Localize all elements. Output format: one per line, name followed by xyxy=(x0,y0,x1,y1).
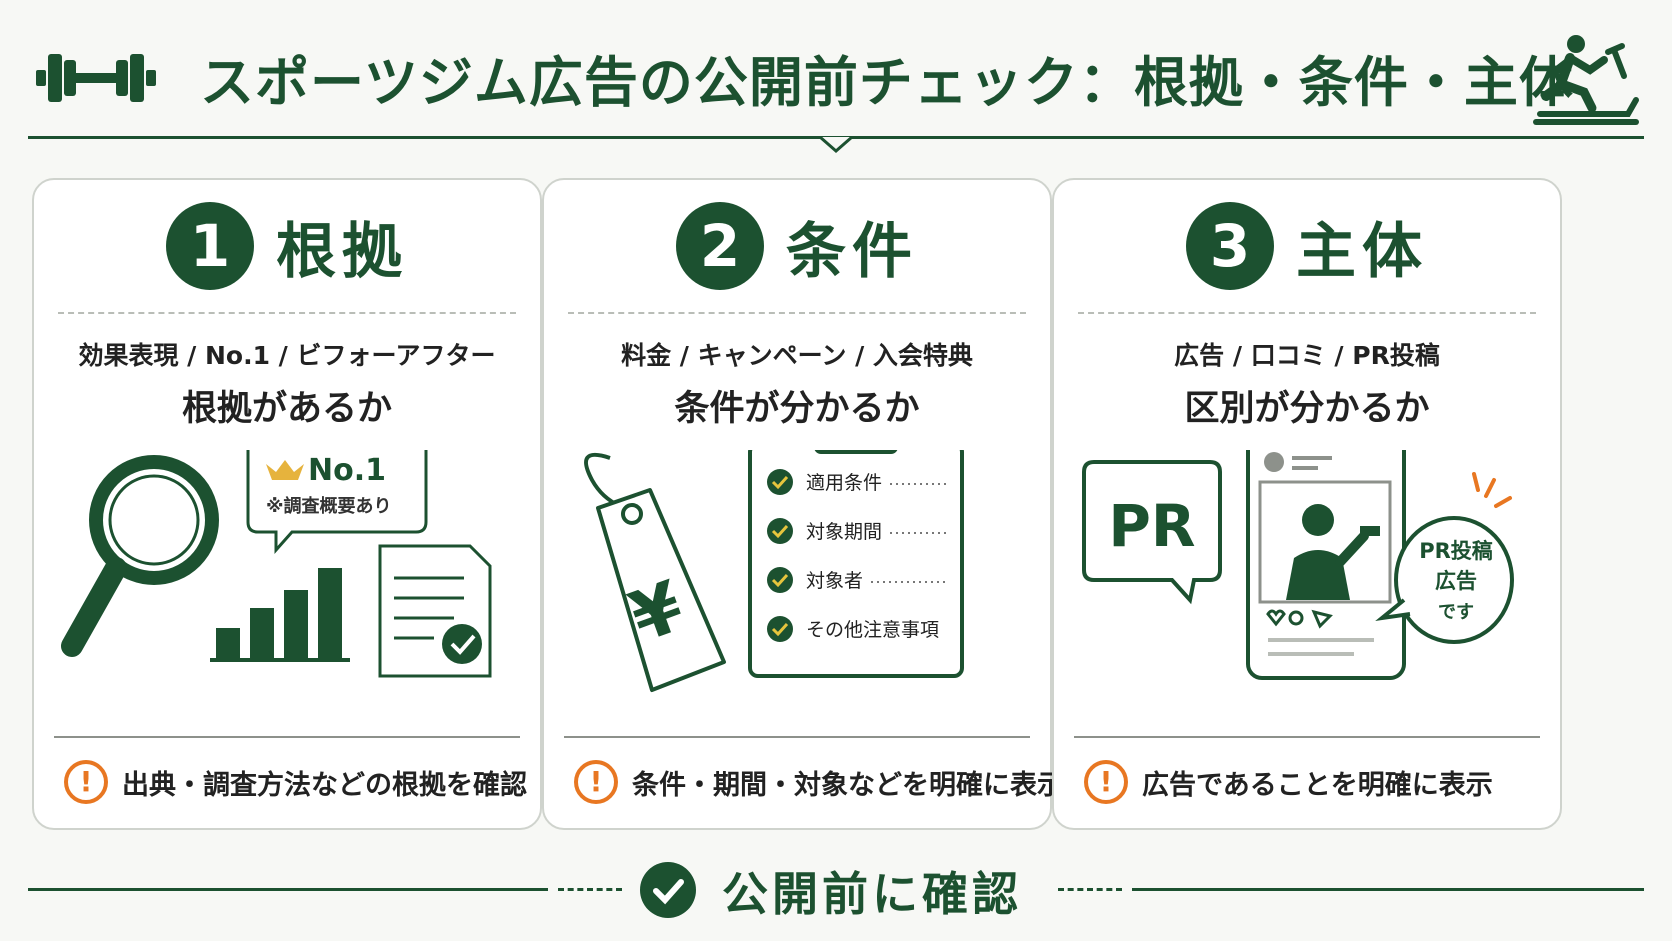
note-text: 出典・調査方法などの根拠を確認 xyxy=(122,769,527,801)
card-title: 根拠 xyxy=(276,216,408,287)
warning-icon: ! xyxy=(1084,760,1128,804)
no1-bubble: No.1 ※調査概要あり xyxy=(246,450,428,554)
warning-icon: ! xyxy=(574,760,618,804)
treadmill-runner-icon xyxy=(1533,35,1639,125)
card-subtitle: 料金 / キャンペーン / 入会特典 xyxy=(621,341,973,370)
bar xyxy=(284,590,308,658)
card-number: 1 xyxy=(166,202,254,290)
crown-icon xyxy=(266,460,304,480)
footer-line-right xyxy=(1132,888,1644,891)
no1-sublabel: ※調査概要あり xyxy=(266,495,392,517)
bubble-line: 広告 xyxy=(1435,569,1477,593)
card-subtitle: 効果表現 / No.1 / ビフォーアフター xyxy=(78,341,496,370)
card-note: ! 出典・調査方法などの根拠を確認 xyxy=(64,754,527,810)
checklist-label: 対象者 xyxy=(806,570,863,592)
warning-icon: ! xyxy=(64,760,108,804)
card-number: 3 xyxy=(1186,202,1274,290)
card-title: 条件 xyxy=(786,216,918,287)
bar-chart-icon xyxy=(216,568,342,658)
checklist-item: 適用条件 xyxy=(767,469,948,495)
header-notch xyxy=(820,136,852,153)
card-evidence: 1 根拠 効果表現 / No.1 / ビフォーアフター 根拠があるか No.1 ※… xyxy=(32,178,542,830)
note-text: 広告であることを明確に表示 xyxy=(1142,769,1493,801)
footer: 公開前に確認 xyxy=(0,848,1672,928)
bar xyxy=(250,608,274,658)
dumbbell-icon xyxy=(36,54,156,102)
evidence-illustration: No.1 ※調査概要あり xyxy=(61,450,492,678)
card-question: 条件が分かるか xyxy=(674,389,920,429)
bar xyxy=(318,568,342,658)
bubble-line: PR投稿 xyxy=(1419,539,1493,563)
footer-label: 公開前に確認 xyxy=(722,867,1022,921)
card-note: ! 条件・期間・対象などを明確に表示 xyxy=(574,754,1064,810)
checklist-item: その他注意事項 xyxy=(767,616,939,642)
card-conditions: 2 条件 料金 / キャンペーン / 入会特典 条件が分かるか ¥ 適用条件対象期… xyxy=(542,178,1064,830)
card-separator xyxy=(1074,736,1540,738)
card-title: 主体 xyxy=(1296,216,1428,287)
card-question: 区別が分かるか xyxy=(1184,389,1430,429)
dashed-divider xyxy=(568,312,1026,314)
card-number: 2 xyxy=(676,202,764,290)
note-text: 条件・期間・対象などを明確に表示 xyxy=(632,769,1064,801)
header: スポーツジム広告の公開前チェック：根拠・条件・主体 xyxy=(0,0,1672,153)
footer-line-left xyxy=(28,888,548,891)
document-check-icon xyxy=(378,544,492,678)
card-separator xyxy=(564,736,1030,738)
card-question: 根拠があるか xyxy=(181,389,392,429)
pr-bubble: PR xyxy=(1082,460,1222,605)
footer-dash-left xyxy=(558,888,622,891)
bubble-line: です xyxy=(1438,602,1474,623)
clipboard-icon xyxy=(748,450,964,678)
card-header: 3 主体 xyxy=(1054,202,1560,302)
price-tag-icon: ¥ xyxy=(584,452,726,692)
magnifier-icon xyxy=(61,455,219,657)
check-icon xyxy=(767,567,793,593)
checklist-label: 対象期間 xyxy=(806,521,882,543)
checklist-label: 適用条件 xyxy=(806,472,882,494)
emphasis-marks-icon xyxy=(1472,472,1512,508)
card-note: ! 広告であることを明確に表示 xyxy=(1084,754,1493,810)
smartphone-post-icon xyxy=(1246,450,1406,680)
card-subtitle: 広告 / 口コミ / PR投稿 xyxy=(1174,341,1440,370)
pr-label: PR xyxy=(1108,492,1195,560)
checklist-item: 対象期間 xyxy=(767,518,948,544)
checklist-label: その他注意事項 xyxy=(806,619,939,641)
check-icon xyxy=(767,616,793,642)
checklist-item: 対象者 xyxy=(767,567,948,593)
footer-dash-right xyxy=(1058,888,1122,891)
card-entity: 3 主体 広告 / 口コミ / PR投稿 区別が分かるか PR xyxy=(1052,178,1562,830)
check-icon xyxy=(767,469,793,495)
no1-label: No.1 xyxy=(308,453,386,488)
dashed-divider xyxy=(58,312,516,314)
check-icon xyxy=(767,518,793,544)
check-icon xyxy=(640,862,696,918)
card-header: 1 根拠 xyxy=(34,202,540,302)
bar xyxy=(216,628,240,658)
page-title: スポーツジム広告の公開前チェック：根拠・条件・主体 xyxy=(200,51,1574,114)
card-separator xyxy=(54,736,520,738)
card-header: 2 条件 xyxy=(544,202,1050,302)
dashed-divider xyxy=(1078,312,1536,314)
